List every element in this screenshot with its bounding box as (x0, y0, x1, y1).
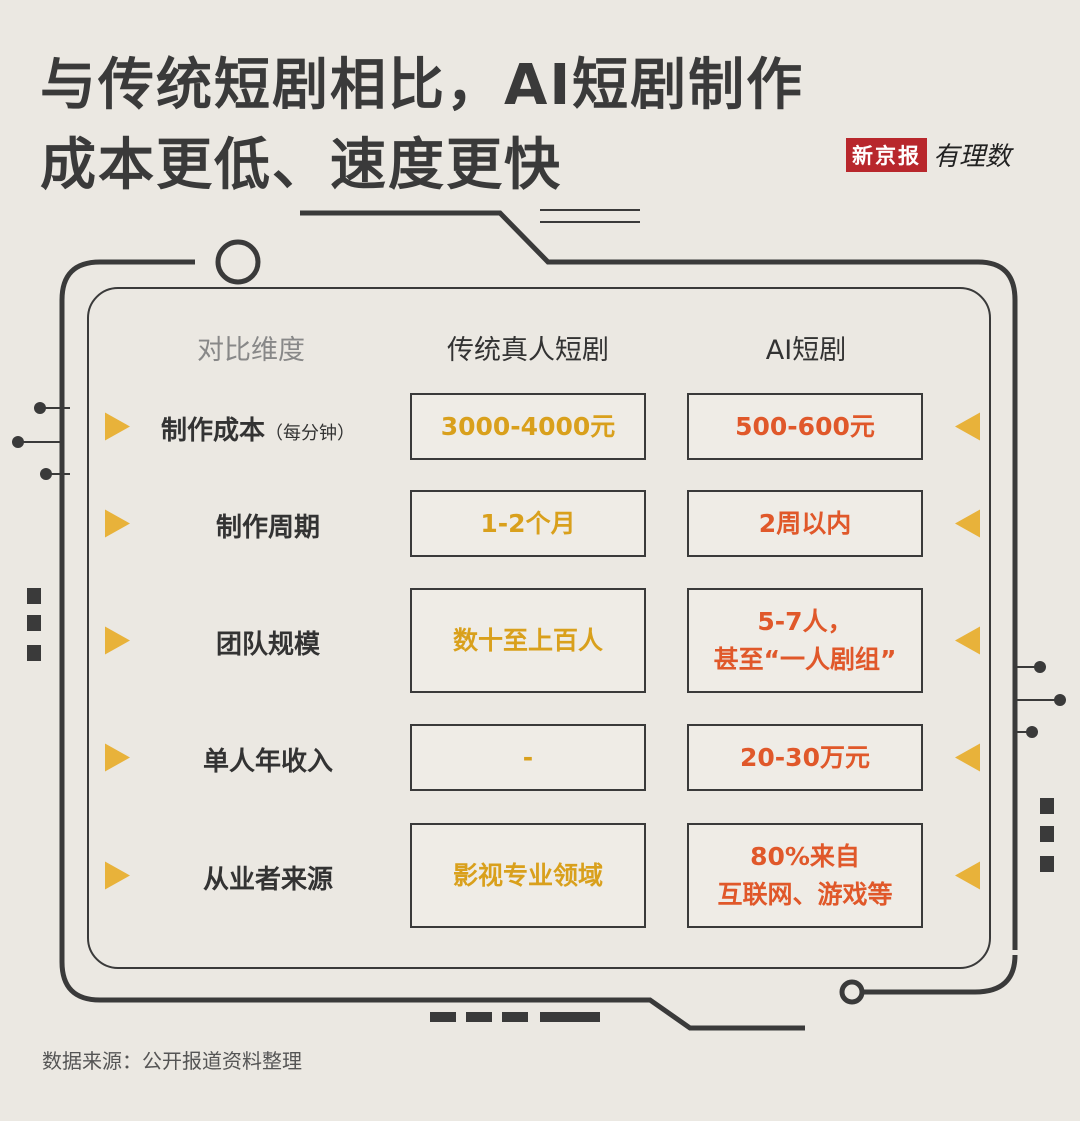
data-source: 数据来源：公开报道资料整理 (42, 1049, 302, 1073)
arrow-left-icon (955, 509, 980, 538)
ai-value: 互联网、游戏等 (717, 879, 893, 909)
ring-icon (215, 239, 261, 285)
title-line-1: 与传统短剧相比，AI短剧制作 (40, 53, 805, 118)
arrow-right-icon (105, 412, 130, 441)
ai-cell: 20-30万元 (687, 724, 923, 791)
ai-value: 500-600元 (735, 411, 875, 441)
traditional-cell: 数十至上百人 (410, 588, 646, 693)
arrow-left-icon (955, 626, 980, 655)
arrow-left-icon (955, 861, 980, 890)
traditional-value: 数十至上百人 (452, 625, 603, 655)
header-traditional: 传统真人短剧 (447, 335, 609, 366)
ai-value: 20-30万元 (740, 742, 870, 772)
row-label: 制作成本（每分钟） (108, 410, 408, 447)
ai-cell: 80%来自互联网、游戏等 (687, 823, 923, 928)
ai-value: 80%来自 (750, 842, 860, 871)
row-label-text: 制作周期 (215, 512, 320, 543)
header-ai: AI短剧 (765, 335, 847, 366)
row-label-note: （每分钟） (265, 422, 355, 444)
traditional-cell: 影视专业领域 (410, 823, 646, 928)
row-label: 单人年收入 (118, 741, 418, 778)
traditional-value: - (522, 742, 534, 772)
traditional-cell: 3000-4000元 (410, 393, 646, 460)
row-label: 从业者来源 (118, 859, 418, 896)
header-dimension: 对比维度 (197, 335, 305, 366)
ai-value: 5-7人， (757, 607, 853, 636)
traditional-cell: - (410, 724, 646, 791)
arrow-right-icon (105, 861, 130, 890)
ai-cell: 500-600元 (687, 393, 923, 460)
ai-cell: 5-7人， 甚至“一人剧组” (687, 588, 923, 693)
row-label-text: 单人年收入 (202, 746, 333, 777)
traditional-cell: 1-2个月 (410, 490, 646, 557)
traditional-value: 1-2个月 (480, 508, 576, 538)
traditional-value: 影视专业领域 (452, 860, 603, 890)
traditional-value: 3000-4000元 (440, 411, 616, 441)
ai-value: 甚至“一人剧组” (713, 644, 897, 674)
logo-column: 有理数 (933, 142, 1012, 172)
arrow-left-icon (955, 743, 980, 772)
ring-icon (839, 979, 865, 1005)
title-line-2: 成本更低、速度更快 (40, 133, 562, 198)
ai-cell: 2周以内 (687, 490, 923, 557)
arrow-right-icon (105, 743, 130, 772)
arrow-right-icon (105, 509, 130, 538)
row-label-text: 团队规模 (215, 629, 320, 660)
row-label: 制作周期 (118, 507, 418, 544)
logo-brand: 新京报 (846, 137, 927, 172)
row-label-text: 制作成本 (160, 415, 265, 446)
arrow-right-icon (105, 626, 130, 655)
arrow-left-icon (955, 412, 980, 441)
row-label-text: 从业者来源 (202, 864, 333, 895)
ai-value: 2周以内 (758, 508, 852, 538)
logo: 新京报 有理数 (846, 136, 1011, 173)
row-label: 团队规模 (118, 624, 418, 661)
